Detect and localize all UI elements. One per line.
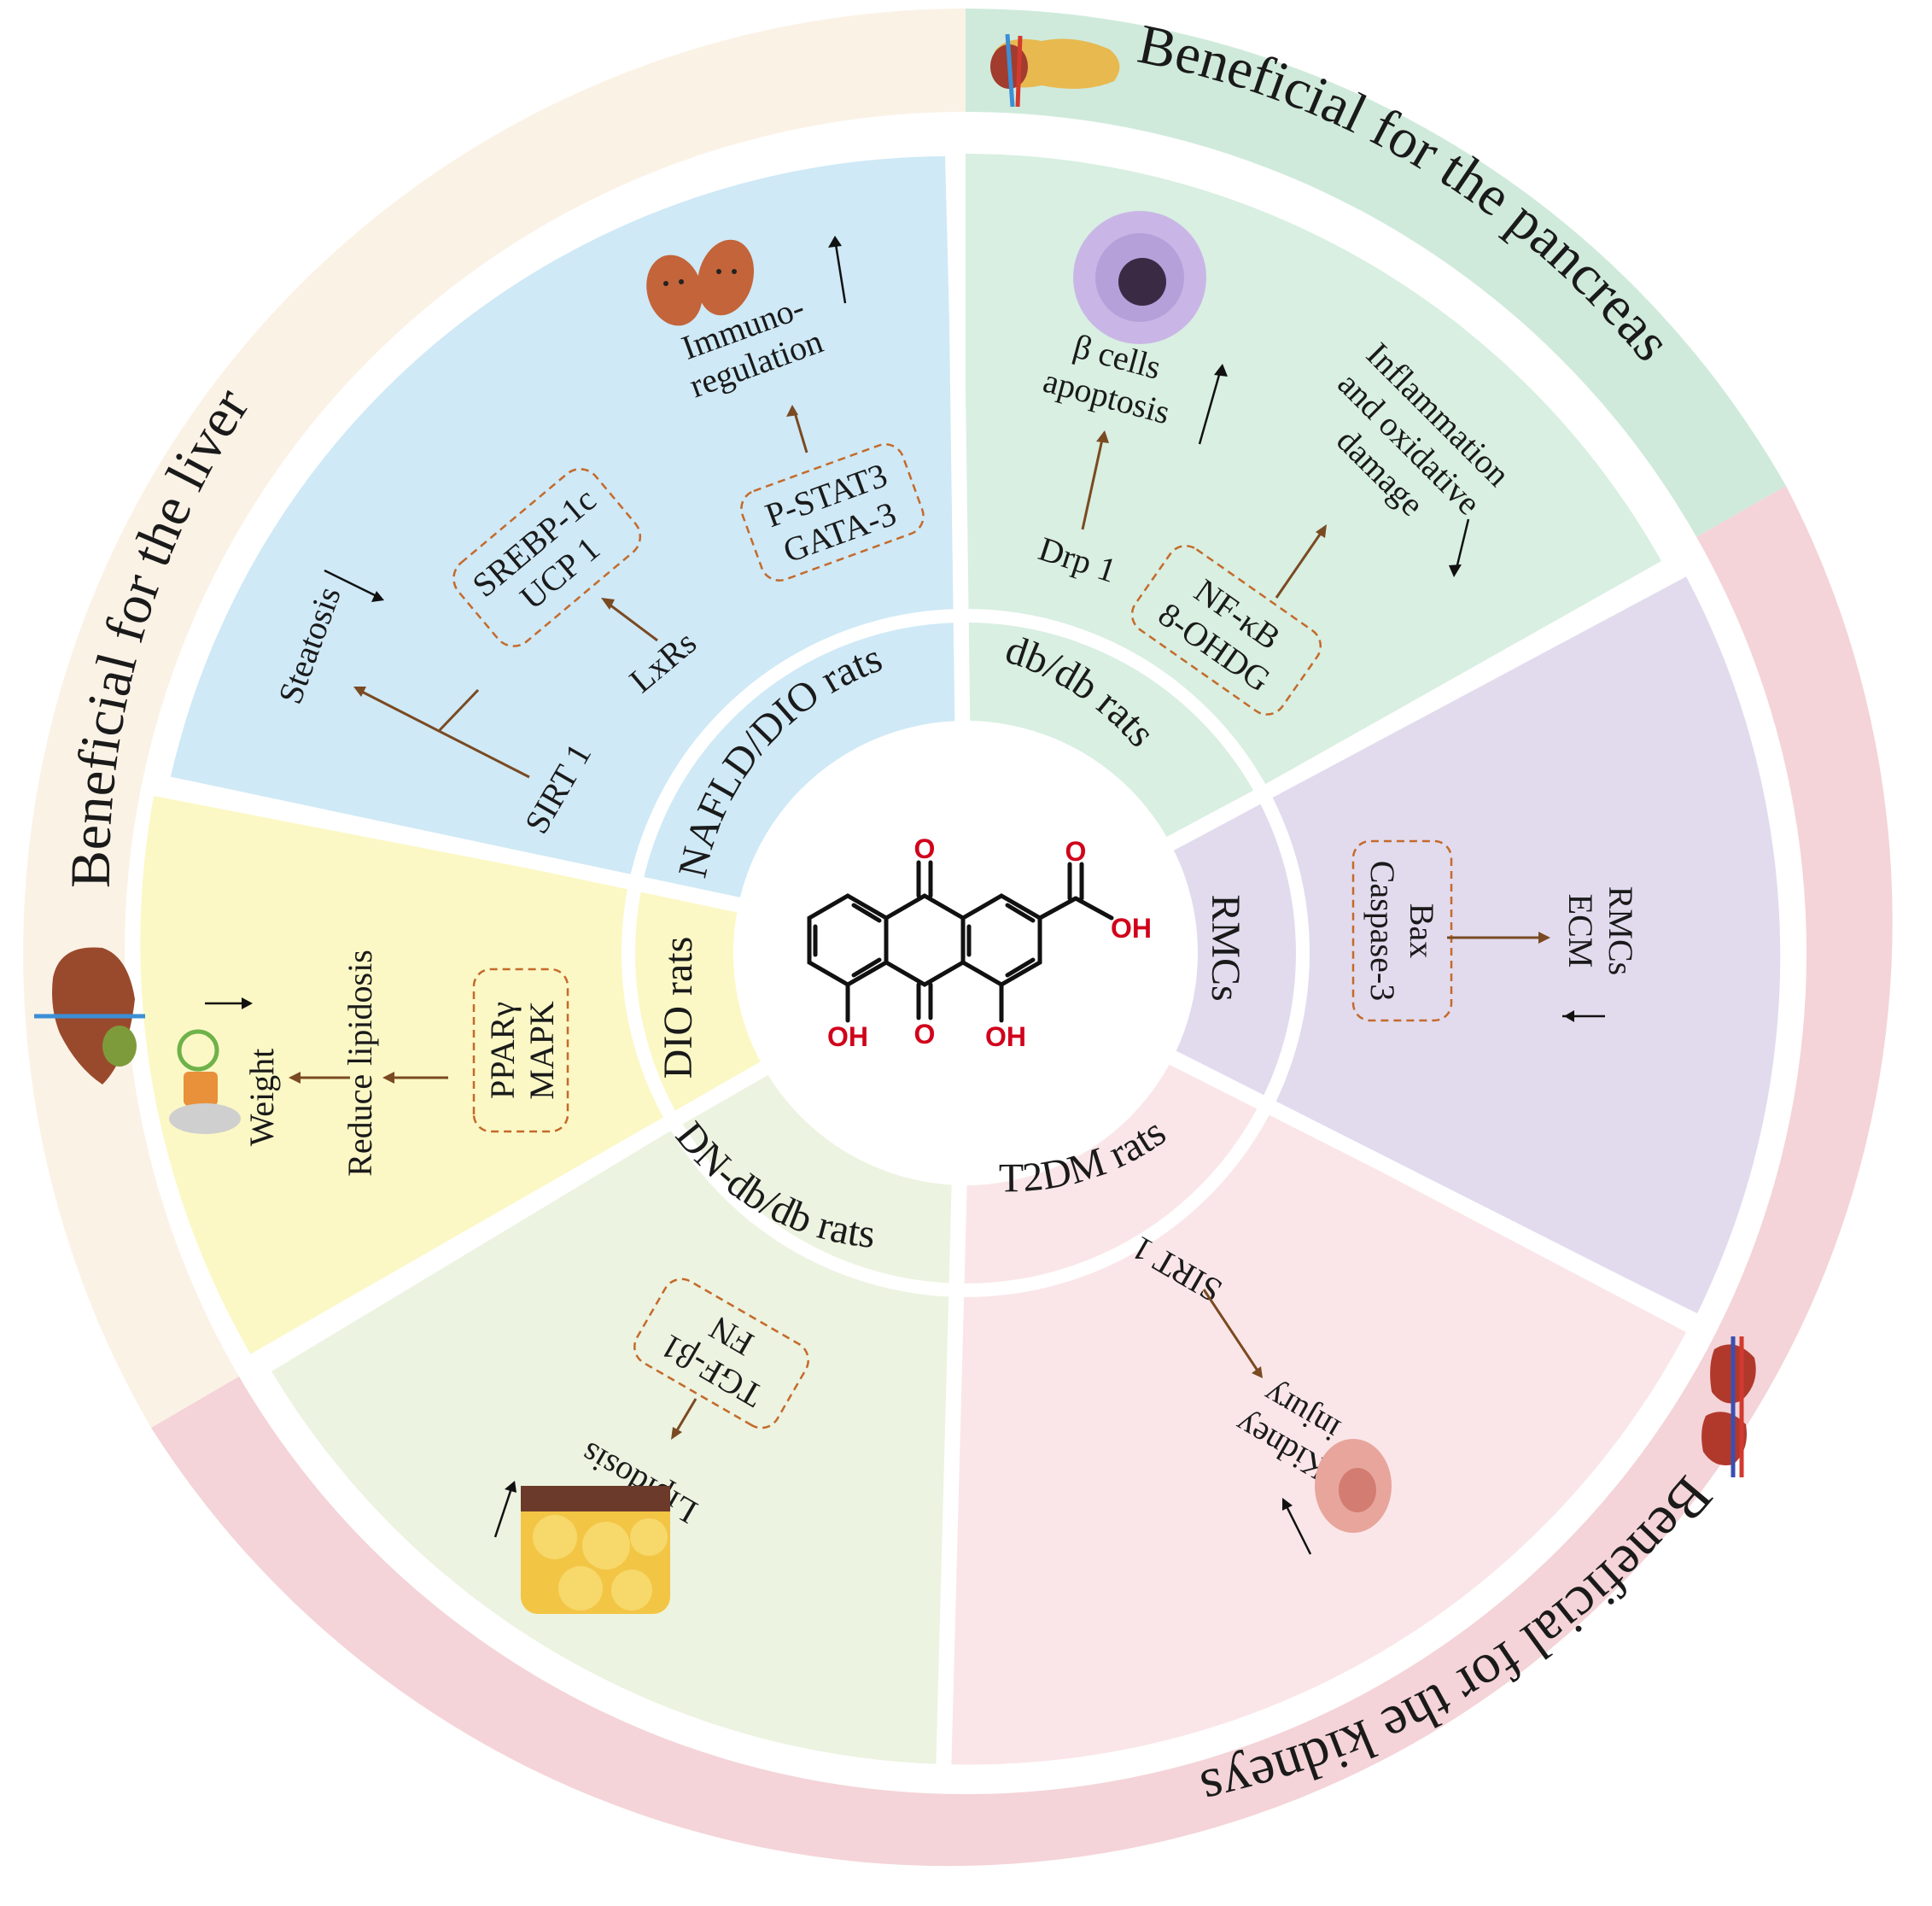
sector-dn-db-db bbox=[271, 953, 966, 1764]
sector-db-db bbox=[966, 154, 1661, 953]
svg-text:PPARγ: PPARγ bbox=[483, 1002, 522, 1099]
ppar-mapk-box: PPARγ MAPK bbox=[472, 968, 569, 1133]
sector-t2dm bbox=[944, 953, 1686, 1765]
up-arrow-lipidosis bbox=[493, 1485, 514, 1538]
svg-text:Bax: Bax bbox=[1403, 903, 1441, 958]
molecule-o-acid: O bbox=[1065, 836, 1087, 867]
stat3-gata3-box: P-STAT3 GATA-3 bbox=[740, 443, 925, 582]
injured-kidney-icon bbox=[1315, 1439, 1392, 1533]
t2dm-sector-content: SIRT 1 Kidney injury bbox=[1125, 1229, 1392, 1555]
rmc-sector-content: Bax Caspase-3 RMCs ECM bbox=[1351, 839, 1640, 1022]
weight-label: Weight bbox=[242, 1049, 281, 1147]
rhein-molecule: O O O OH OH OH bbox=[807, 833, 1152, 1052]
inner-sectors bbox=[140, 136, 1781, 1777]
molecule-o-bottom: O bbox=[914, 1019, 936, 1049]
svg-text:Caspase-3: Caspase-3 bbox=[1363, 861, 1402, 1001]
reduce-lipidosis-label: Reduce lipidosis bbox=[341, 950, 379, 1177]
ecm-out-label: ECM bbox=[1561, 894, 1600, 968]
kidney-characters-icon bbox=[646, 239, 755, 326]
beta-cell-icon bbox=[1073, 211, 1206, 344]
bax-caspase-box: Bax Caspase-3 bbox=[1351, 839, 1453, 1022]
sector-rmcs bbox=[966, 576, 1781, 1313]
center-disk bbox=[733, 721, 1198, 1185]
molecule-oh-left: OH bbox=[827, 1021, 868, 1052]
dio-sector-content: PPARγ MAPK Reduce lipidosis Weight bbox=[169, 950, 569, 1177]
ring-label-rmcs: RMCs bbox=[1203, 894, 1248, 1001]
pancreas-icon bbox=[990, 33, 1120, 108]
up-arrow-beta bbox=[1198, 368, 1223, 445]
fat-cells-icon bbox=[521, 1486, 670, 1614]
liver-icon bbox=[34, 947, 145, 1085]
kidney-icon bbox=[1701, 1336, 1756, 1477]
scale-person-icon bbox=[169, 1029, 241, 1134]
svg-text:MAPK: MAPK bbox=[522, 1001, 561, 1100]
rmcs-out-label: RMCs bbox=[1602, 886, 1640, 976]
molecule-o-top: O bbox=[914, 833, 936, 864]
down-arrow-inflam bbox=[1454, 518, 1470, 573]
up-arrow-immuno bbox=[833, 238, 847, 304]
molecule-oh-right: OH bbox=[985, 1021, 1026, 1052]
up-arrow-kidney bbox=[1283, 1502, 1312, 1555]
molecule-oh-acid: OH bbox=[1111, 913, 1152, 944]
ring-label-dio: DIO rats bbox=[656, 937, 701, 1079]
sector-nafld-dio bbox=[169, 156, 966, 953]
